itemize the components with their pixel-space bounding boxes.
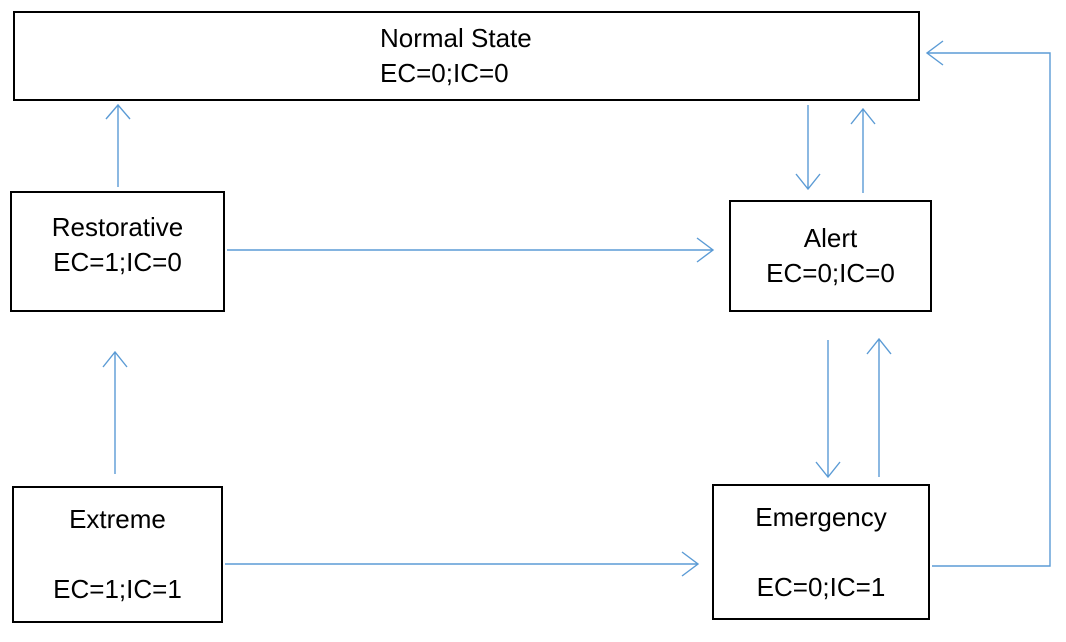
node-emergency-code: EC=0;IC=1 bbox=[756, 571, 886, 602]
node-alert: Alert EC=0;IC=0 bbox=[729, 200, 932, 312]
arrow-alert-to-normal bbox=[850, 107, 876, 193]
node-extreme-spacer bbox=[53, 537, 182, 572]
node-alert-label: Alert bbox=[803, 223, 858, 253]
arrow-restorative-to-normal bbox=[105, 103, 131, 187]
node-emergency-spacer bbox=[755, 535, 887, 570]
node-normal-state: Normal State EC=0;IC=0 bbox=[13, 11, 920, 101]
node-normal-state-label: Normal State bbox=[380, 23, 532, 53]
arrow-alert-to-emergency bbox=[815, 340, 841, 479]
node-emergency: Emergency EC=0;IC=1 bbox=[712, 484, 930, 620]
node-extreme-code: EC=1;IC=1 bbox=[53, 574, 182, 604]
node-restorative-label: Restorative bbox=[51, 211, 184, 242]
arrow-emergency-to-alert bbox=[866, 337, 892, 477]
arrow-emergency-to-normal bbox=[925, 40, 1051, 567]
node-restorative: Restorative EC=1;IC=0 bbox=[10, 191, 225, 312]
node-extreme: Extreme EC=1;IC=1 bbox=[12, 486, 223, 623]
node-emergency-label: Emergency bbox=[755, 501, 887, 532]
arrow-extreme-to-restorative bbox=[102, 350, 128, 474]
node-alert-code: EC=0;IC=0 bbox=[766, 258, 895, 288]
node-restorative-code: EC=1;IC=0 bbox=[53, 246, 182, 277]
arrow-normal-to-alert bbox=[795, 105, 821, 191]
node-extreme-label: Extreme bbox=[69, 504, 166, 534]
node-normal-state-code: EC=0;IC=0 bbox=[380, 58, 509, 88]
arrow-restorative-to-alert bbox=[227, 237, 715, 263]
arrow-extreme-to-emergency bbox=[225, 551, 700, 577]
